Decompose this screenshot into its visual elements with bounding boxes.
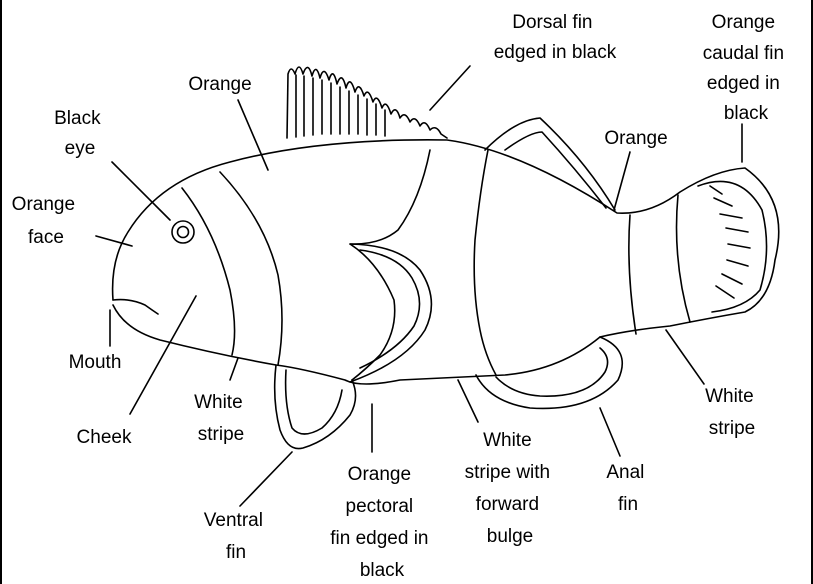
label-anal-fin: Anal fin xyxy=(606,462,649,515)
label-mouth: Mouth xyxy=(69,352,122,373)
label-white-stripe-front: White stripe xyxy=(194,392,248,445)
label-orange-back: Orange xyxy=(604,128,667,149)
eye-inner xyxy=(178,227,189,238)
leader-white-stripe-tail xyxy=(666,330,704,384)
leader-black-eye xyxy=(112,162,170,220)
label-orange-top: Orange xyxy=(188,74,251,95)
label-white-stripe-middle: White stripe with forward bulge xyxy=(465,430,556,547)
leader-orange-back xyxy=(614,152,630,210)
leader-anal-fin xyxy=(600,408,620,456)
label-white-stripe-tail: White stripe xyxy=(705,386,759,439)
label-pectoral-fin: Orange pectoral fin edged in black xyxy=(330,464,434,581)
ventral-fin-inner xyxy=(286,370,342,434)
eye-outer xyxy=(172,221,194,243)
label-caudal-fin: Orange caudal fin edged in black xyxy=(703,12,790,124)
labels: Dorsal fin edged in black Orange caudal … xyxy=(12,12,790,581)
label-black-eye: Black eye xyxy=(54,108,106,159)
middle-stripe-right xyxy=(474,150,496,375)
leader-white-stripe-front xyxy=(230,358,238,380)
caudal-fin-edge xyxy=(698,181,767,312)
front-stripe-right xyxy=(220,172,282,365)
tail-stripe-right xyxy=(677,195,691,322)
mouth-line xyxy=(113,300,158,314)
dorsal-fin-rays xyxy=(296,75,385,137)
label-dorsal-fin: Dorsal fin edged in black xyxy=(494,12,617,63)
anal-fin-inner xyxy=(496,348,608,396)
label-orange-face: Orange face xyxy=(12,194,81,248)
leader-cheek xyxy=(130,296,196,414)
label-ventral-fin: Ventral fin xyxy=(204,510,268,563)
leader-white-stripe-middle xyxy=(458,380,478,422)
middle-stripe-left xyxy=(350,150,430,380)
front-stripe-left xyxy=(182,188,235,355)
label-cheek: Cheek xyxy=(77,427,132,448)
soft-dorsal-fin xyxy=(485,118,615,210)
pectoral-fin-inner xyxy=(360,250,420,368)
tail-stripe-left xyxy=(629,215,636,334)
caudal-fin-rays xyxy=(710,186,750,298)
leader-dorsal-fin xyxy=(430,66,470,110)
leader-orange-face xyxy=(96,236,132,246)
leader-ventral-fin xyxy=(240,452,292,506)
